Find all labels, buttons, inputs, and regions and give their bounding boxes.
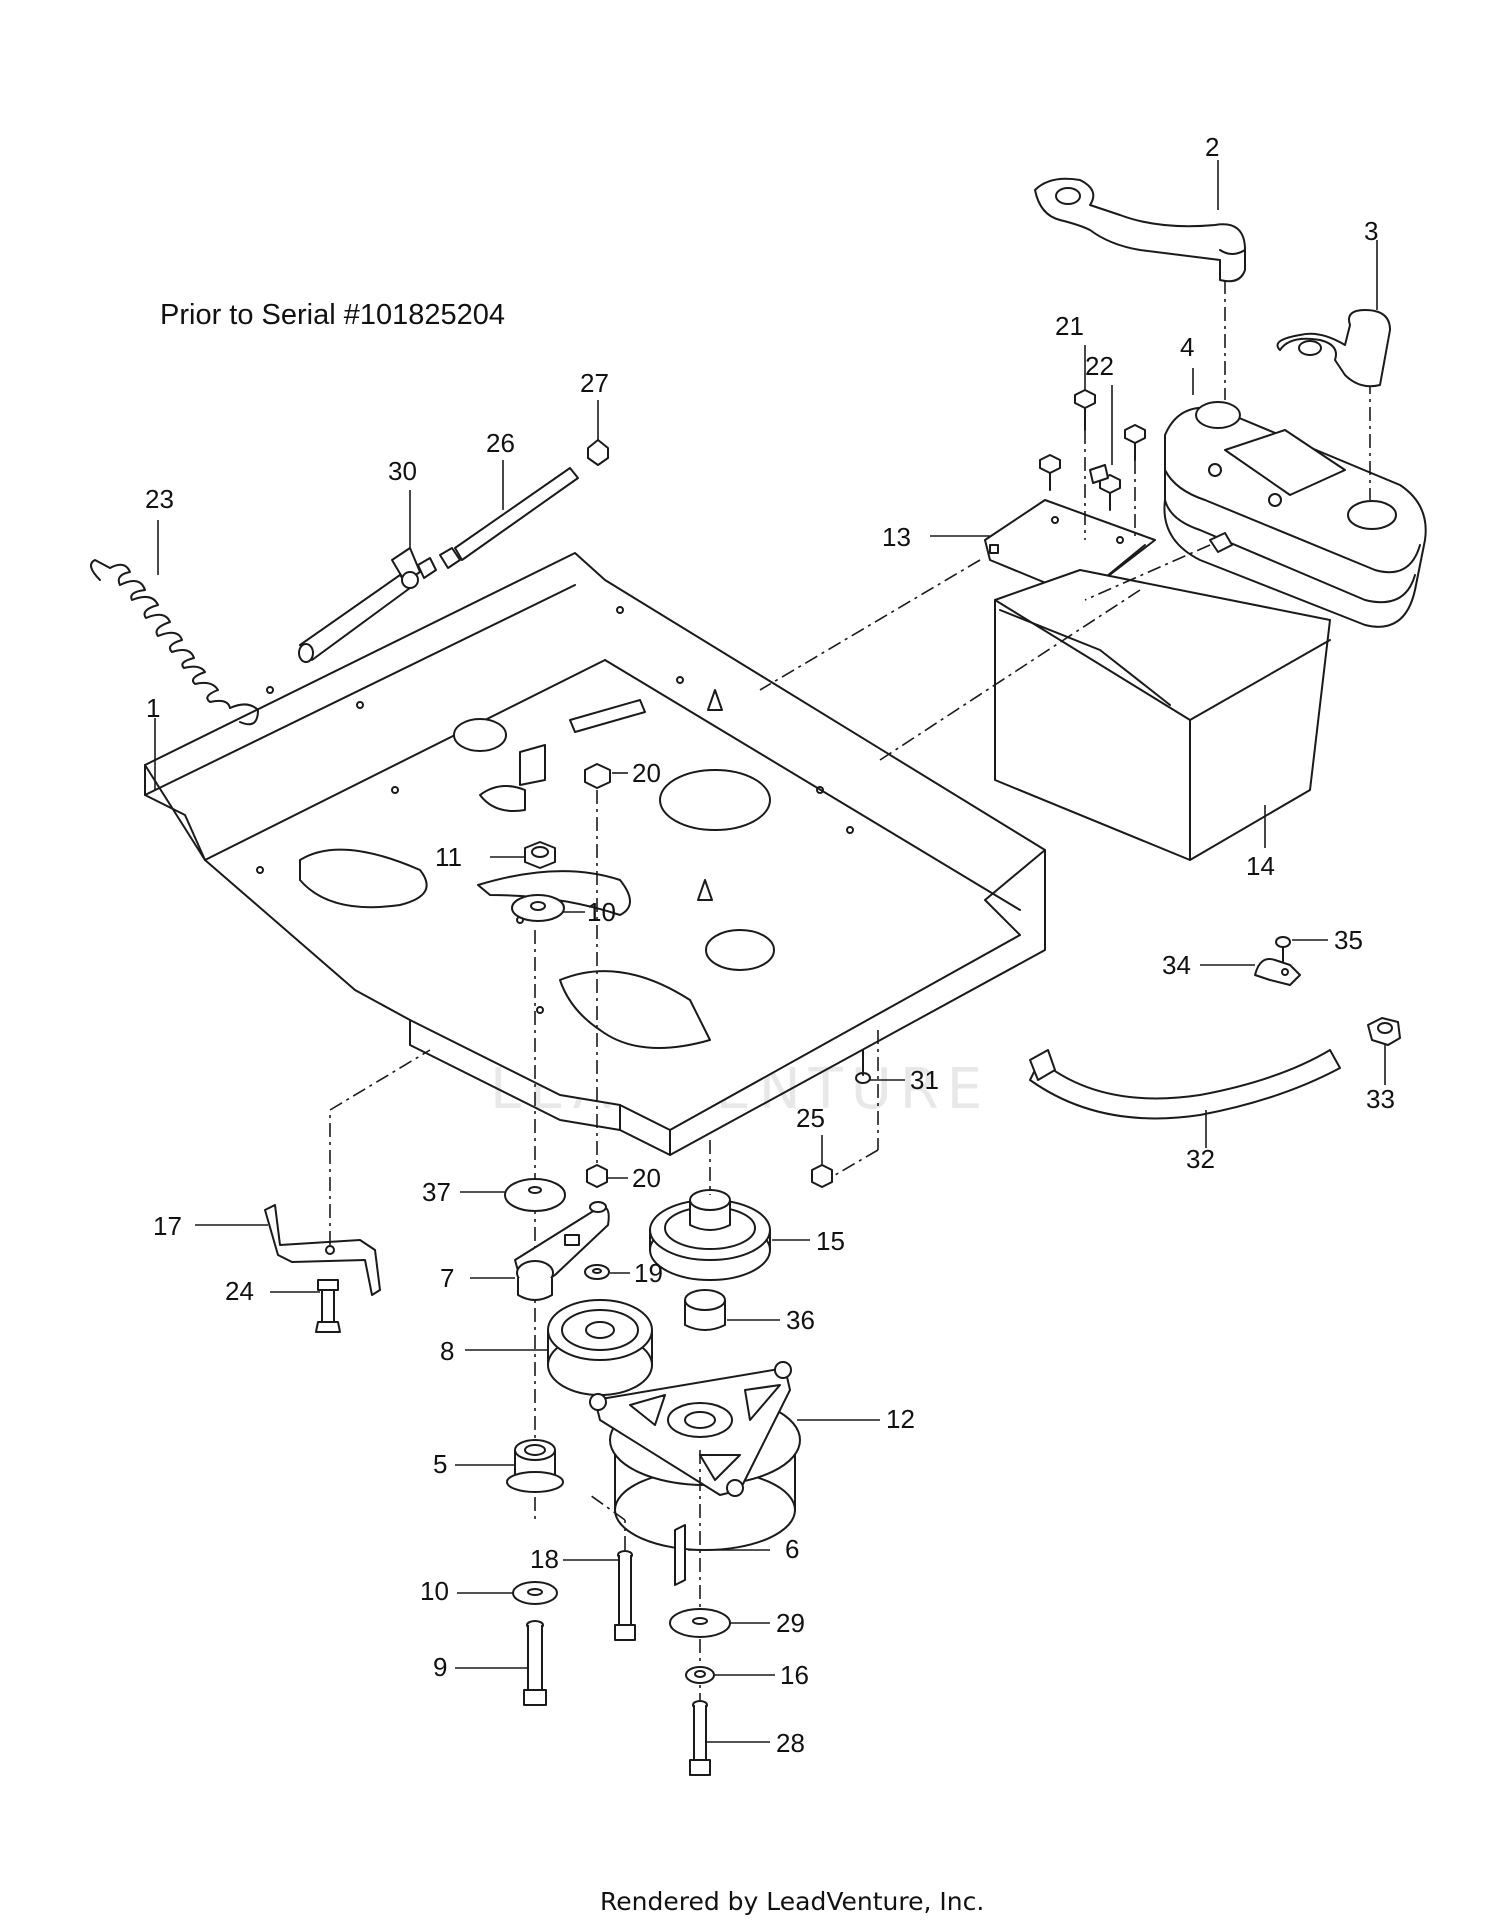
bracket-part [264,1204,381,1296]
callout-11: 11 [435,842,462,872]
fitting-part [1367,1017,1401,1046]
callout-9: 9 [433,1652,447,1682]
bushing-part [506,1439,564,1493]
callout-17: 17 [153,1211,182,1241]
washer-29-part [669,1608,731,1638]
callout-6: 6 [785,1534,799,1564]
callout-12: 12 [886,1404,915,1434]
washer-lower-part [512,1581,558,1605]
callout-14: 14 [1246,851,1275,881]
footer-credit: Rendered by LeadVenture, Inc. [600,1887,984,1916]
hose-clamp-part [587,439,609,466]
muffler-part [1163,401,1427,628]
callout-24: 24 [225,1276,254,1306]
callout-16: 16 [780,1660,809,1690]
callout-21: 21 [1055,311,1084,341]
nut-part [524,841,556,869]
callout-labels: 1 2 3 4 5 6 7 8 9 10 10 11 12 13 14 15 1… [145,132,1395,1758]
callout-28: 28 [776,1728,805,1758]
callout-20-lower: 20 [632,1163,661,1193]
bolt-18-part [614,1550,636,1641]
callout-15: 15 [816,1226,845,1256]
callout-20-upper: 20 [632,758,661,788]
callout-35: 35 [1334,925,1363,955]
key-part [674,1524,686,1586]
spacer-part [684,1289,726,1331]
exhaust-pipe-lower [1276,309,1391,388]
bolt-28-part [689,1700,711,1776]
deck-plate [144,552,1046,1156]
callout-30: 30 [388,456,417,486]
callout-25: 25 [796,1103,825,1133]
exhaust-pipe-upper [1034,177,1246,283]
callout-19: 19 [634,1258,663,1288]
spring-part [90,559,259,726]
callout-4: 4 [1180,332,1194,362]
nut-25-part [811,1164,833,1188]
bolt-part [315,1279,341,1333]
lower-nut-part [586,1164,608,1188]
idler-arm-part [514,1201,610,1301]
callout-7: 7 [440,1263,454,1293]
callout-10-upper: 10 [587,897,616,927]
washer-37-part [504,1178,566,1212]
idler-pulley-part [547,1299,653,1396]
callout-2: 2 [1205,132,1219,162]
washer-19-part [584,1264,610,1280]
bolt-9-part [523,1620,547,1706]
callout-29: 29 [776,1608,805,1638]
callout-32: 32 [1186,1144,1215,1174]
callout-1: 1 [146,693,160,723]
callout-37: 37 [422,1177,451,1207]
lock-washer-part [685,1666,715,1684]
callout-31: 31 [910,1065,939,1095]
fuel-shutoff-valve [298,547,437,663]
clamp-part [1254,958,1301,986]
callout-36: 36 [786,1305,815,1335]
bolt-31-part [855,1049,871,1084]
fuel-hose-lower [1029,1049,1341,1120]
callout-23: 23 [145,484,174,514]
heat-shield [994,569,1331,861]
pto-clutch-part [589,1361,801,1551]
clamp-bolt-part [1275,936,1291,963]
callout-5: 5 [433,1449,447,1479]
callout-13: 13 [882,522,911,552]
callout-8: 8 [440,1336,454,1366]
callout-33: 33 [1366,1084,1395,1114]
top-nut-part [584,763,611,789]
callout-27: 27 [580,368,609,398]
drive-pulley-part [649,1189,771,1281]
callout-10-lower: 10 [420,1576,449,1606]
fuel-hose-part [439,467,579,569]
callout-22: 22 [1085,351,1114,381]
muffler-bolts [1039,389,1146,511]
washer-part [511,894,565,922]
callout-34: 34 [1162,950,1191,980]
callout-3: 3 [1364,216,1378,246]
callout-26: 26 [486,428,515,458]
callout-18: 18 [530,1544,559,1574]
diagram-title: Prior to Serial #101825204 [160,299,505,331]
